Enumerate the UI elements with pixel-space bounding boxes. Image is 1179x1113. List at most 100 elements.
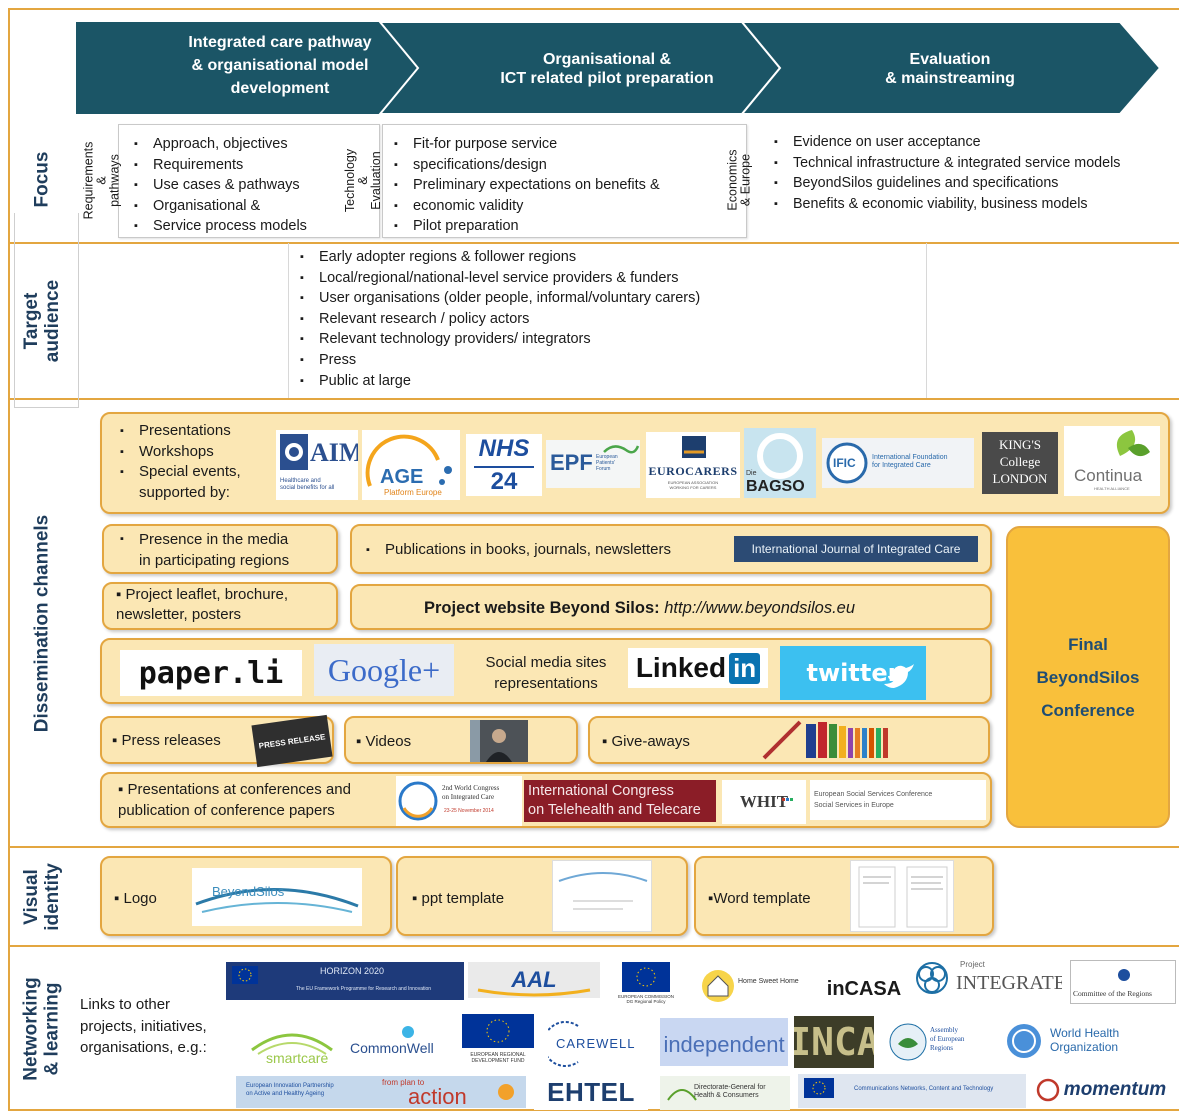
whit-logo: WHIT xyxy=(722,780,806,824)
erdf-logo: EUROPEAN REGIONAL DEVELOPMENT FUND xyxy=(456,1012,540,1068)
focus-col1-item: Approach, objectives xyxy=(130,134,307,155)
who-logo: World Health Organization xyxy=(1000,1018,1136,1064)
networking-text: Links to other projects, initiatives, or… xyxy=(80,996,207,1056)
focus-col3-item: Benefits & economic viability, business … xyxy=(770,194,1120,215)
leaflet-text: ▪ Project leaflet, brochure, newsletter,… xyxy=(116,586,289,623)
focus-col1-item: Use cases & pathways xyxy=(130,175,307,196)
paperli-logo: paper.li xyxy=(120,650,302,696)
continua-logo: Continua HEALTH ALLIANCE xyxy=(1064,426,1160,496)
dg-sanco-logo: Directorate-General for Health & Consume… xyxy=(660,1076,790,1110)
age-platform-logo: AGE Platform Europe xyxy=(362,430,460,500)
social-media-text: Social media sites representations xyxy=(485,654,607,692)
section-focus: Focus xyxy=(31,151,53,207)
ijic-banner: International Journal of Integrated Care xyxy=(734,536,978,562)
videos-box xyxy=(344,716,578,764)
focus-col2-item: Pilot preparation xyxy=(390,216,660,237)
ppt-template-thumbnail xyxy=(552,860,652,932)
ec-regional-policy-logo: EUROPEAN COMMISSION DG Regional Policy xyxy=(604,960,688,1006)
inca-logo: INCA xyxy=(794,1016,874,1068)
aer-logo: Assembly of European Regions xyxy=(884,1014,988,1070)
videos-text: ▪ Videos xyxy=(356,733,412,750)
focus-col3-item: Evidence on user acceptance xyxy=(770,132,1120,153)
social-services-conference-logo: European Social Services Conference Soci… xyxy=(810,780,986,820)
word-template-text: ▪Word template xyxy=(708,890,811,907)
independent-logo: independent xyxy=(660,1018,788,1066)
arrow-evaluation xyxy=(739,21,1162,115)
focus-col1-box xyxy=(118,124,380,238)
divider-focus xyxy=(8,242,1179,244)
section-visual-identity: Visual identity xyxy=(21,862,63,931)
googleplus-logo: Google+ xyxy=(314,644,454,696)
focus-col1-item: Organisational & xyxy=(130,196,307,217)
integrate-logo: Project INTEGRATE xyxy=(910,958,1062,1002)
focus-col3-item: Technical infrastructure & integrated se… xyxy=(770,153,1120,174)
focus-col3-label: Economics & Europe xyxy=(726,149,754,211)
giveaways-box xyxy=(588,716,990,764)
events-item: Presentations xyxy=(116,421,241,442)
focus-col2-list: Fit-for purpose service specifications/d… xyxy=(390,134,660,237)
section-target-audience: Target audience xyxy=(21,279,63,363)
giveaways-image xyxy=(760,718,900,762)
website-url[interactable]: http://www.beyondsilos.eu xyxy=(664,599,856,617)
home-sweet-home-logo: Home Sweet Home xyxy=(694,960,816,1004)
word-template-thumbnail xyxy=(850,860,954,932)
focus-col1-list: Approach, objectives Requirements Use ca… xyxy=(130,134,307,237)
diagram-frame xyxy=(8,8,1179,1111)
arrow-pathway-text: Integrated care pathway & organisational… xyxy=(188,34,372,97)
website-box xyxy=(350,584,992,630)
bagso-logo: Die BAGSO xyxy=(744,428,816,498)
section-dissemination-channels: Dissemination channels xyxy=(31,514,53,732)
target-item: Early adopter regions & follower regions xyxy=(296,247,700,268)
divider-target xyxy=(8,398,1179,400)
nhs24-logo: NHS 24 xyxy=(466,434,542,496)
final-conference-box: Final BeyondSilos Conference xyxy=(1006,526,1170,828)
commonwell-logo: CommonWell xyxy=(346,1020,450,1066)
arrow-evaluation-text: Evaluation & mainstreaming xyxy=(885,51,1015,87)
eip-aha-logo: European Innovation Partnership on Activ… xyxy=(236,1076,526,1108)
world-congress-logo: 2nd World Congress on Integrated Care 23… xyxy=(396,776,522,826)
divider-visual xyxy=(8,945,1179,947)
arrow-pilot-prep-text: Organisational & ICT related pilot prepa… xyxy=(500,51,714,87)
publications-list: Publications in books, journals, newslet… xyxy=(362,540,671,561)
horizon2020-logo: HORIZON 2020 The EU Framework Programme … xyxy=(226,962,464,1000)
ehtel-logo: EHTEL xyxy=(534,1074,648,1110)
target-item: Press xyxy=(296,350,700,371)
focus-col2-item: Preliminary expectations on benefits & xyxy=(390,175,660,196)
target-item: Local/regional/national-level service pr… xyxy=(296,268,700,289)
focus-col3-item: BeyondSilos guidelines and specification… xyxy=(770,173,1120,194)
target-item: Relevant research / policy actors xyxy=(296,309,700,330)
focus-col2-item: Fit-for purpose service xyxy=(390,134,660,155)
eurocarers-logo: EUROCARERS EUROPEAN ASSOCIATION WORKING … xyxy=(646,432,740,498)
target-item: Relevant technology providers/ integrato… xyxy=(296,329,700,350)
events-item: Special events, supported by: xyxy=(116,462,241,503)
divider-dissemination xyxy=(8,846,1179,848)
video-thumbnail-image xyxy=(470,720,528,762)
focus-col1-label: Requirements & pathways xyxy=(81,141,122,219)
epf-logo: EPF European Patients' Forum xyxy=(546,440,640,488)
smartcare-logo: smartcare xyxy=(246,1016,338,1070)
target-audience-list: Early adopter regions & follower regions… xyxy=(296,247,700,391)
telehealth-congress-logo: International Congress on Telehealth and… xyxy=(524,780,716,822)
conferences-text: ▪ Presentations at conferences and publi… xyxy=(118,781,351,819)
momentum-logo: momentum xyxy=(1032,1074,1172,1106)
focus-col1-item: Requirements xyxy=(130,155,307,176)
aal-logo: AAL xyxy=(468,962,600,998)
dg-connect-logo: Communications Networks, Content and Tec… xyxy=(798,1074,1026,1108)
website-label: Project website Beyond Silos: http://www… xyxy=(424,599,856,617)
beyondsilos-logo: BeyondSilos xyxy=(192,868,362,926)
committee-of-regions-logo: Committee of the Regions xyxy=(1070,960,1176,1004)
focus-col2-item: economic validity xyxy=(390,196,660,217)
events-item: Workshops xyxy=(116,442,241,463)
target-separator-right xyxy=(926,243,927,398)
target-item: Public at large xyxy=(296,371,700,392)
section-networking-learning: Networking & learning xyxy=(21,977,64,1081)
carewell-logo: CAREWELL xyxy=(548,1018,652,1068)
ific-logo: IFIC International Foundation for Integr… xyxy=(822,438,974,488)
giveaways-text: ▪ Give-aways xyxy=(602,733,690,750)
leaflet-box xyxy=(102,582,338,630)
press-text: ▪ Press releases xyxy=(112,732,221,749)
logo-text: ▪ Logo xyxy=(114,890,157,907)
media-list: Presence in the media in participating r… xyxy=(116,529,289,571)
target-separator-left xyxy=(288,243,289,398)
